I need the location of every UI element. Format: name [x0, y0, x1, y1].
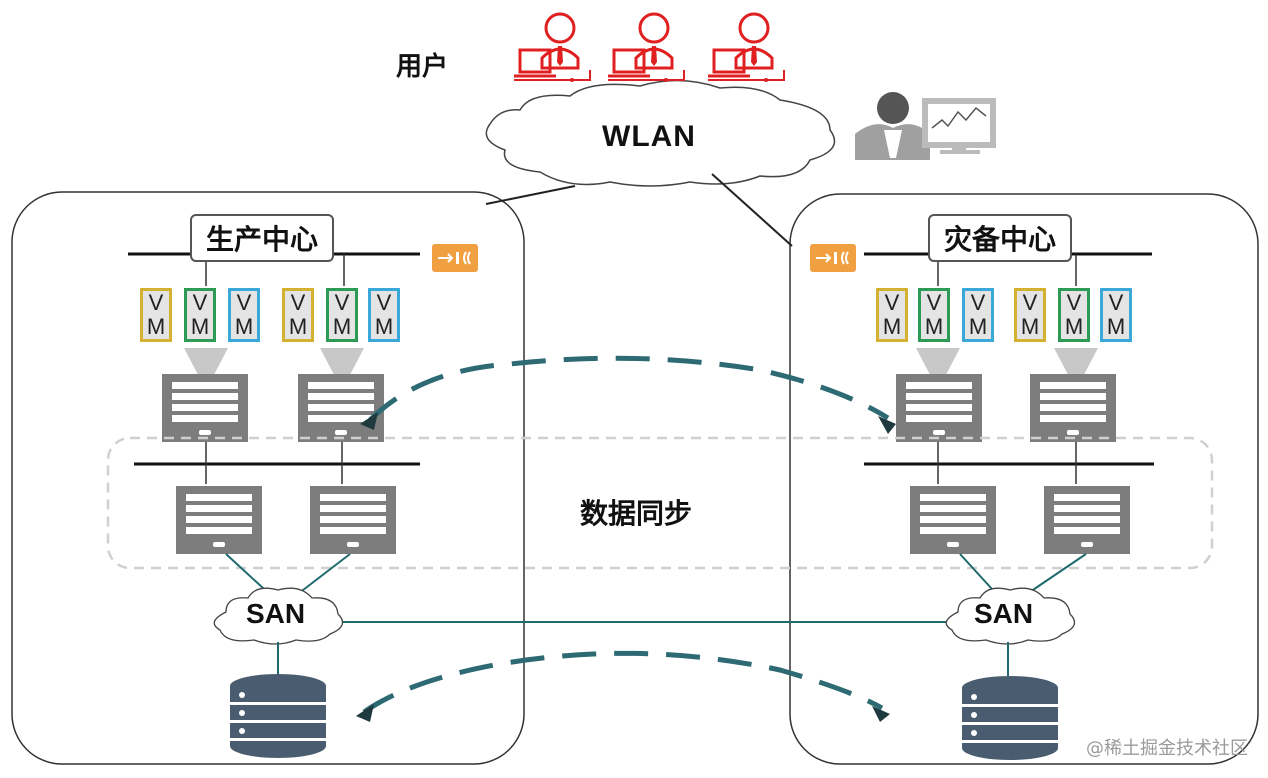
data-sync-label: 数据同步	[580, 498, 693, 529]
firewall-icon	[431, 243, 479, 273]
database-icon	[962, 676, 1058, 760]
users-label: 用户	[396, 51, 449, 81]
wlan-label: WLAN	[602, 120, 696, 153]
production-center-panel	[11, 191, 525, 765]
admin-monitor-icon	[855, 92, 996, 160]
server-icon	[1044, 486, 1130, 554]
watermark: @稀土掘金技术社区	[1086, 738, 1248, 759]
server-icon	[162, 374, 248, 442]
san-label-production: SAN	[246, 598, 306, 629]
server-icon	[298, 374, 384, 442]
san-label-dr: SAN	[974, 598, 1034, 629]
sync-arrow-top	[368, 355, 890, 422]
server-icon	[176, 486, 262, 554]
production-center-title: 生产中心	[190, 214, 335, 262]
san-cloud	[213, 587, 344, 645]
dr-center-panel	[789, 193, 1259, 765]
server-icon	[1030, 374, 1116, 442]
user-icon	[706, 12, 786, 84]
wlan-cloud	[485, 79, 836, 187]
dr-center-title: 灾备中心	[928, 214, 1073, 262]
user-icon	[606, 12, 686, 84]
server-icon	[910, 486, 996, 554]
server-icon	[310, 486, 396, 554]
sync-arrow-bottom	[362, 650, 884, 715]
sync-region	[106, 436, 1214, 570]
firewall-icon	[809, 243, 857, 273]
san-cloud	[945, 587, 1076, 645]
database-icon	[230, 674, 326, 758]
server-icon	[896, 374, 982, 442]
user-icon	[512, 12, 592, 84]
